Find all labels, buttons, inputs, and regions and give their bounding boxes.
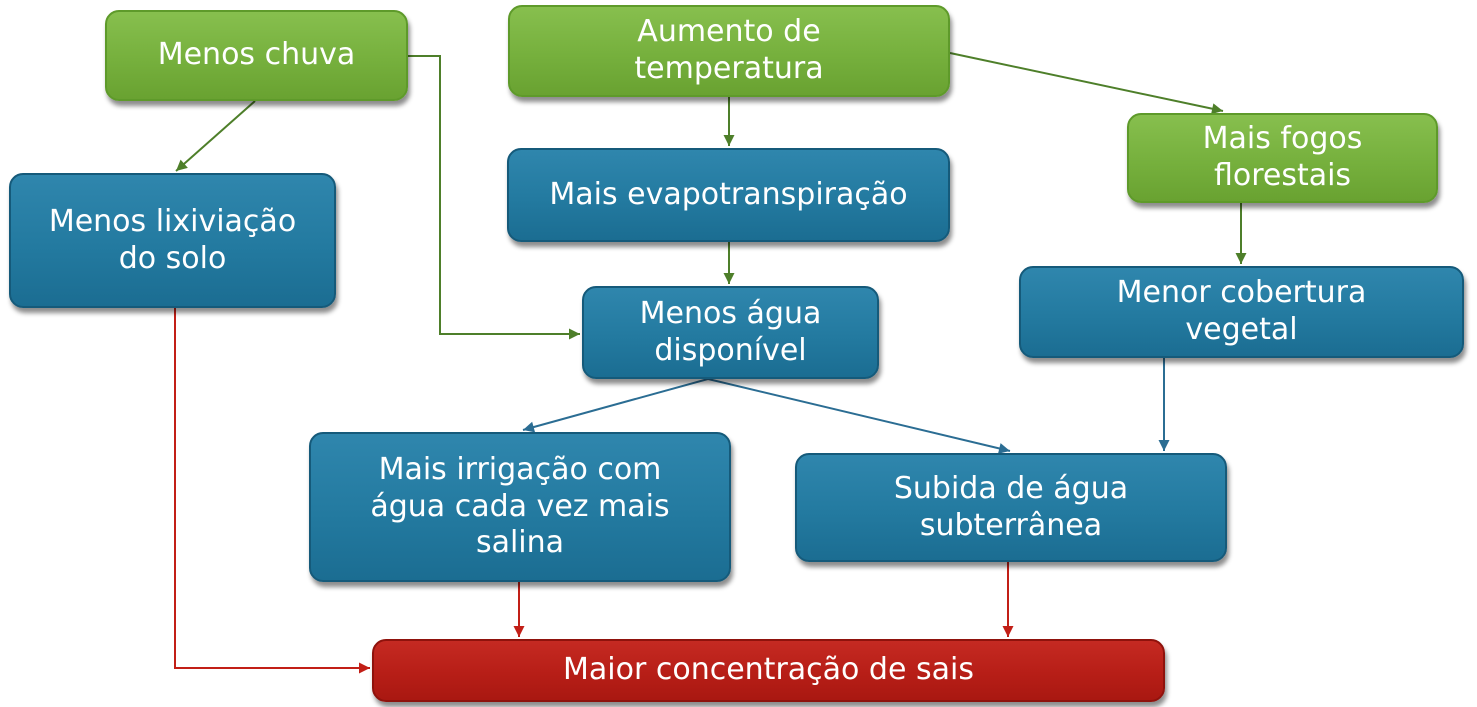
edge-aumento-temperatura-to-mais-evapotranspiracao [723, 97, 735, 146]
node-mais-irrigacao: Mais irrigação com água cada vez mais sa… [309, 432, 731, 582]
edge-mais-irrigacao-to-maior-concentracao [513, 582, 525, 637]
edge-mais-fogos-to-menor-cobertura [1235, 203, 1247, 264]
edge-line [174, 308, 370, 669]
edge-line [522, 378, 709, 431]
edge-line [175, 100, 256, 172]
arrowhead [176, 159, 188, 171]
arrowhead [523, 421, 536, 433]
arrowhead [1235, 253, 1247, 264]
edge-menor-cobertura-to-subida-agua [1158, 358, 1170, 451]
node-subida-agua-subterranea: Subida de água subterrânea [795, 453, 1227, 562]
node-menos-lixiviacao: Menos lixiviação do solo [9, 173, 336, 308]
edge-line [408, 55, 580, 335]
edge-line [949, 52, 1224, 112]
arrowhead [1158, 440, 1170, 451]
arrowhead [723, 135, 735, 146]
edge-mais-evapotranspiracao-to-menos-agua [723, 242, 735, 284]
arrowhead [569, 328, 580, 340]
arrowhead [1211, 103, 1223, 115]
edge-aumento-temperatura-to-mais-fogos [949, 52, 1224, 115]
arrowhead [998, 443, 1010, 454]
arrowhead [359, 662, 370, 674]
node-mais-evapotranspiracao: Mais evapotranspiração [507, 148, 950, 242]
edge-subida-agua-to-maior-concentracao [1002, 562, 1014, 637]
node-aumento-temperatura: Aumento de temperatura [508, 5, 950, 97]
node-mais-fogos-florestais: Mais fogos florestais [1127, 113, 1438, 203]
node-menos-agua-disponivel: Menos água disponível [582, 286, 879, 379]
edge-menos-agua-to-subida-agua [707, 378, 1011, 454]
node-maior-concentracao-sais: Maior concentração de sais [372, 639, 1165, 702]
arrowhead [513, 626, 525, 637]
edge-menos-lixiviacao-to-maior-concentracao [174, 308, 370, 674]
node-menos-chuva: Menos chuva [105, 10, 408, 101]
edge-menos-chuva-to-menos-lixiviacao [175, 100, 256, 172]
edge-menos-agua-to-mais-irrigacao [522, 378, 709, 433]
node-menor-cobertura-vegetal: Menor cobertura vegetal [1019, 266, 1464, 358]
edge-line [707, 378, 1011, 452]
edge-menos-chuva-to-menos-agua [408, 55, 580, 340]
arrowhead [723, 273, 735, 284]
arrowhead [1002, 626, 1014, 637]
